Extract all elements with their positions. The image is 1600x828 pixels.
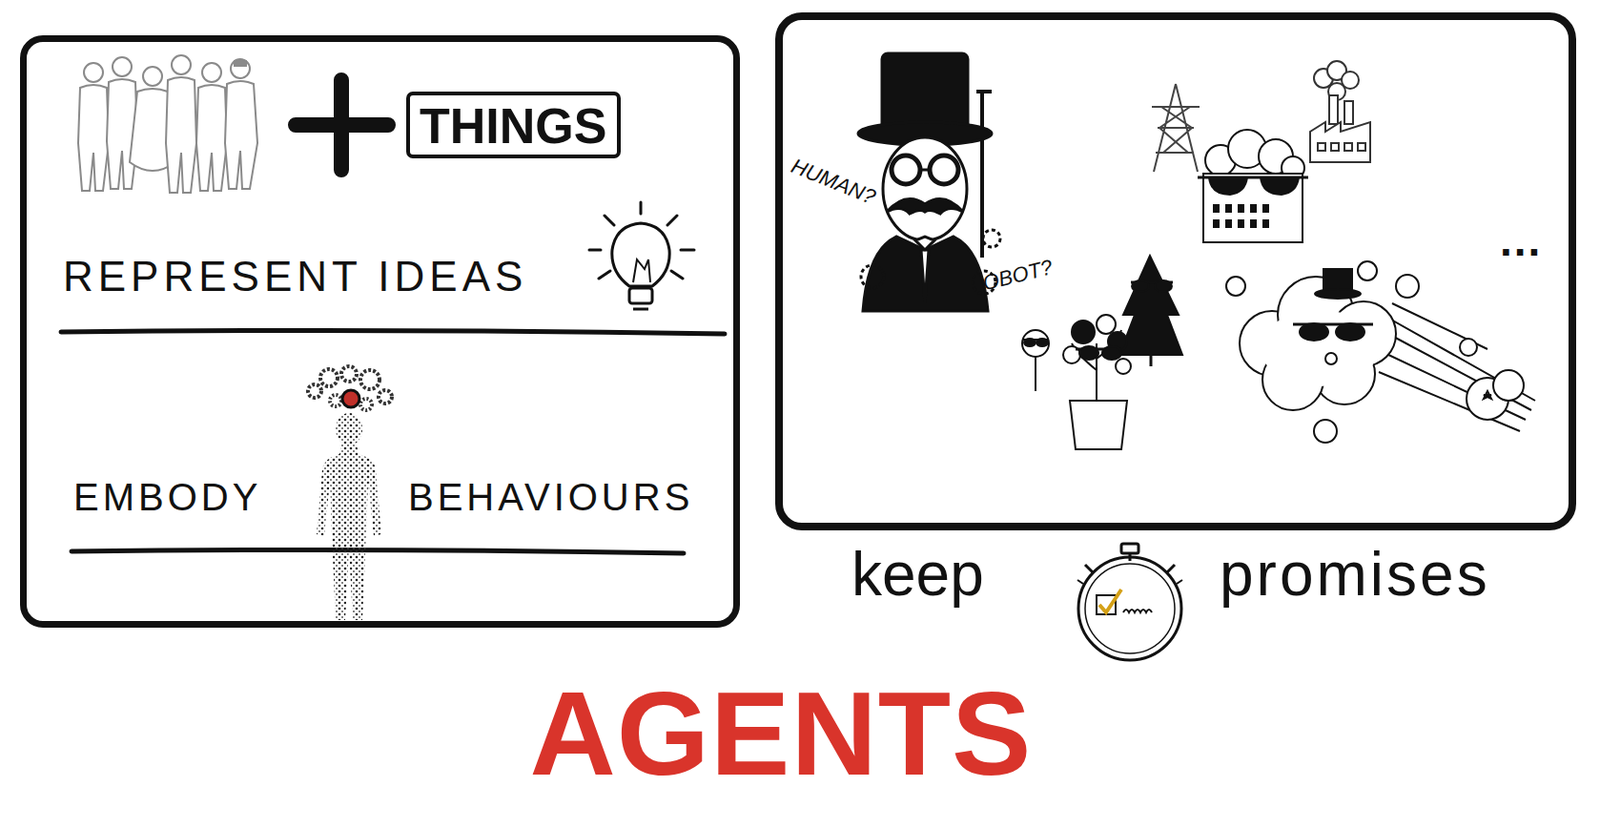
particle-human: [307, 366, 392, 620]
people-group: [78, 55, 258, 193]
wind-cloud: [1226, 261, 1536, 443]
annotation: HUMAN?: [788, 155, 879, 208]
panel-text: EMBODY: [73, 477, 262, 516]
box-label: THINGS: [419, 101, 608, 151]
light-bulb: [589, 202, 695, 309]
right-panel: HUMAN? ROBOT?...: [775, 12, 1577, 531]
factory-sunglasses: [1197, 129, 1309, 243]
left-panel: REPRESENT IDEAS EMBODY BEHAVIOURS THINGS: [20, 35, 740, 628]
things-box: THINGS: [406, 91, 621, 159]
stopwatch: [1077, 543, 1183, 660]
plus-sign: [295, 80, 389, 170]
ellipsis: ...: [1499, 218, 1542, 263]
label-text: keep: [851, 543, 985, 605]
panel-text: REPRESENT IDEAS: [62, 255, 528, 298]
label-text: promises: [1219, 543, 1491, 605]
steampunk-man: [858, 53, 1001, 311]
panel-text: BEHAVIOURS: [408, 477, 694, 516]
title: AGENTS: [530, 673, 1033, 793]
underline: [61, 329, 725, 334]
factory: [1310, 61, 1371, 163]
power-tower: [1151, 83, 1200, 172]
underline: [71, 549, 684, 554]
annotation: ROBOT?: [965, 256, 1055, 298]
plants-sunglasses: [1022, 255, 1183, 450]
